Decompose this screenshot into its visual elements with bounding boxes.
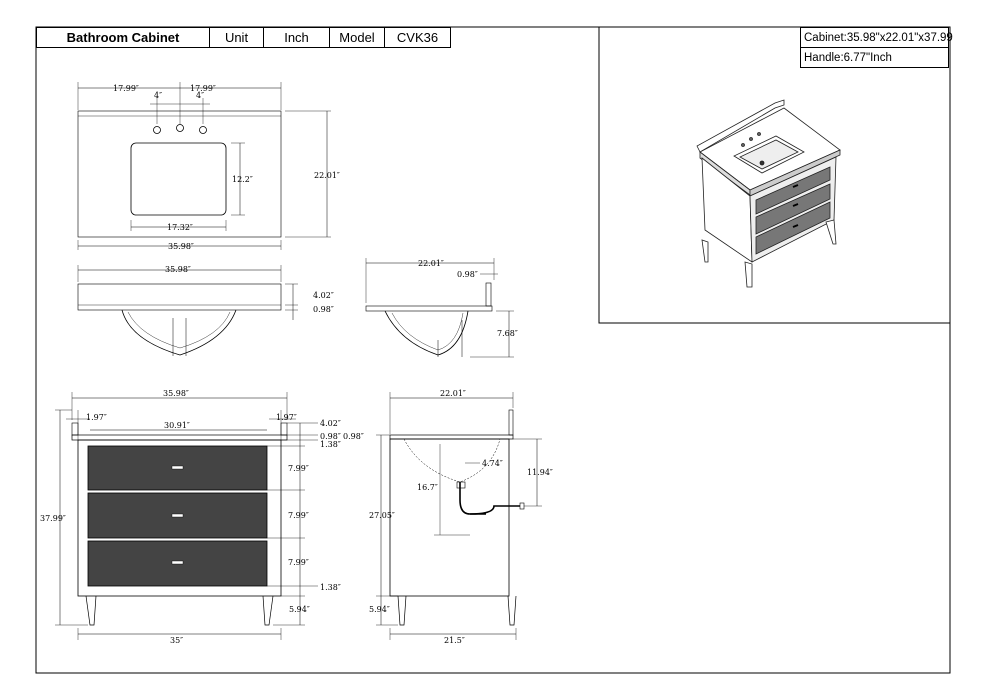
dim-side-depth: 22.01″ [418, 259, 444, 268]
header-model-value: CVK36 [384, 27, 451, 48]
dim-faucet-right: 4″ [196, 91, 204, 100]
perspective-view [696, 99, 841, 288]
dim-section-top: 0.98″ [343, 432, 364, 441]
front-top-section [77, 265, 298, 356]
dim-front-base-width: 35″ [170, 636, 183, 645]
perspective-panel [598, 26, 951, 324]
dim-top-height: 4.02″ [313, 291, 334, 300]
top-view [77, 82, 331, 250]
header-product: Bathroom Cabinet [36, 27, 210, 48]
dim-front-inner-width: 30.91″ [164, 421, 190, 430]
dim-front-width: 35.98″ [163, 389, 189, 398]
dim-basin-width: 17.32″ [167, 223, 193, 232]
dim-front-top: 0.98″ [320, 432, 341, 441]
dim-leg-height-front: 5.94″ [289, 605, 310, 614]
dim-cabinet-height: 27.05″ [369, 511, 395, 520]
dim-total-height: 37.99″ [40, 514, 66, 523]
dim-section-depth: 22.01″ [440, 389, 466, 398]
dim-top-width-right: 17.99″ [190, 84, 216, 93]
dim-faucet-left: 4″ [154, 91, 162, 100]
header-unit-label: Unit [209, 27, 264, 48]
dim-drain-offset: 4.74″ [482, 459, 503, 468]
sheet-border [35, 26, 951, 674]
dim-top-width-left: 17.99″ [113, 84, 139, 93]
header-model-label: Model [329, 27, 385, 48]
front-elevation [55, 392, 318, 640]
dim-drawer-3: 7.99″ [288, 558, 309, 567]
dim-front-backsplash: 4.02″ [320, 419, 341, 428]
dim-basin-height: 7.68″ [497, 329, 518, 338]
dim-drain-height: 16.7″ [417, 483, 438, 492]
spec-handle: Handle:6.77"Inch [800, 47, 949, 68]
side-section [376, 392, 542, 640]
dim-drawer-2: 7.99″ [288, 511, 309, 520]
dim-front-bottom-rail: 1.38″ [320, 583, 341, 592]
dim-drawer-1: 7.99″ [288, 464, 309, 473]
dim-pipe-height: 11.94″ [527, 468, 553, 477]
dim-front-top-rail: 1.38″ [320, 440, 341, 449]
dim-front-left-inset: 1.97″ [86, 413, 107, 422]
side-top-section [365, 258, 514, 358]
dim-side-base-depth: 21.5″ [444, 636, 465, 645]
dim-leg-height-side: 5.94″ [369, 605, 390, 614]
dim-front-right-inset: 1.97″ [276, 413, 297, 422]
dim-top-depth: 22.01″ [314, 171, 340, 180]
dim-backsplash-thickness: 0.98″ [457, 270, 478, 279]
dim-side-top-width: 35.98″ [165, 265, 191, 274]
spec-cabinet: Cabinet:35.98"x22.01"x37.99 [800, 27, 953, 48]
dim-basin-depth: 12.2″ [232, 175, 253, 184]
header-unit-value: Inch [263, 27, 330, 48]
dim-top-width-total: 35.98″ [168, 242, 194, 251]
dim-top-thickness: 0.98″ [313, 305, 334, 314]
